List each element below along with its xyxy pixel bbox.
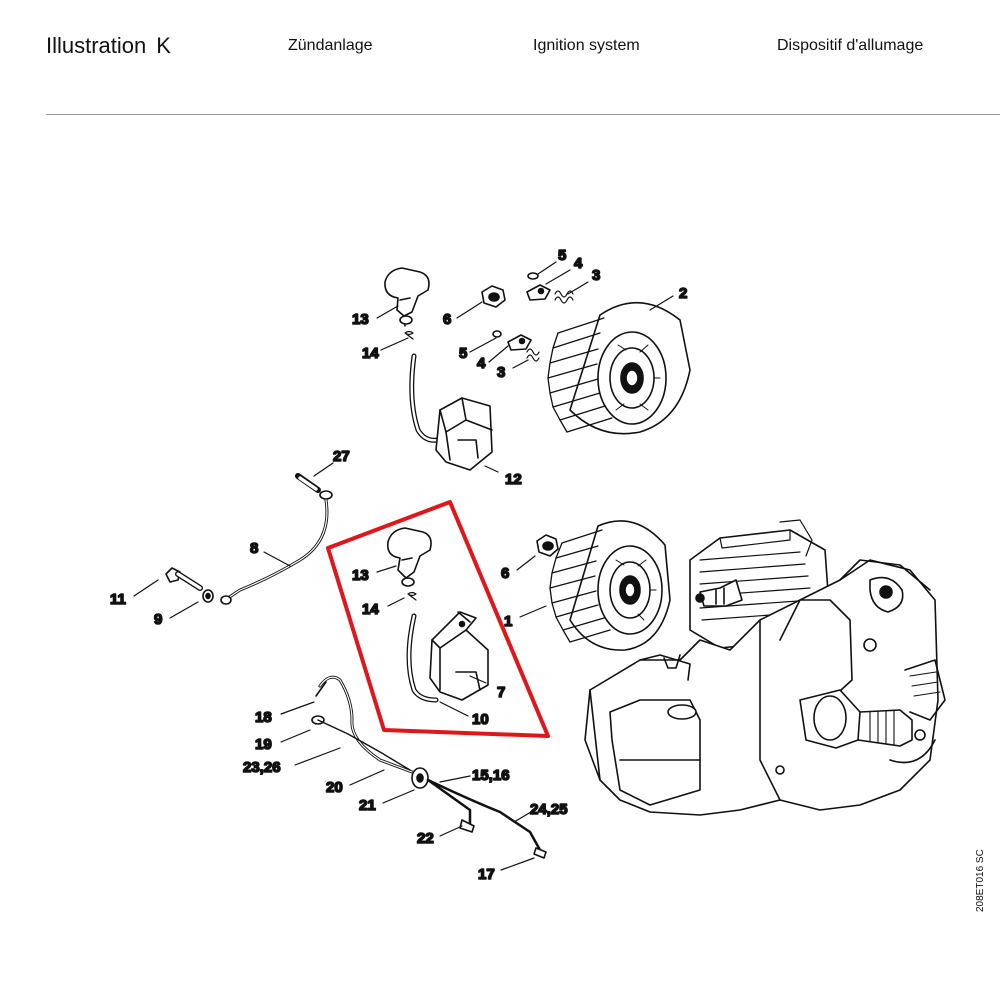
spark-boot-lower (386, 527, 432, 587)
callout-20: 20 (326, 779, 343, 796)
callout-4-upper: 4 (574, 255, 583, 272)
washer-9 (202, 589, 214, 603)
callout-23-26: 23,26 (243, 759, 281, 776)
spring-14-lower (407, 591, 417, 601)
callout-1: 1 (504, 613, 512, 630)
washer-lower (492, 330, 502, 338)
flywheel-lower (549, 520, 671, 651)
callout-21: 21 (359, 797, 376, 814)
title-french: Dispositif d'allumage (777, 37, 924, 54)
ignition-module-upper (409, 353, 493, 471)
ground-wire (220, 473, 333, 605)
callout-9: 9 (154, 611, 162, 628)
callout-14-upper: 14 (362, 345, 379, 362)
spark-boot-upper (384, 267, 430, 327)
title-german: Zündanlage (288, 37, 373, 54)
spring-upper (554, 290, 574, 304)
callout-13-upper: 13 (352, 311, 369, 328)
flywheel-upper (547, 301, 691, 435)
callout-6-upper: 6 (443, 311, 451, 328)
ignition-module-lower (406, 611, 489, 703)
spring-14-upper (404, 330, 414, 340)
callout-4-lower: 4 (477, 355, 486, 372)
callout-12: 12 (505, 471, 522, 488)
screw-11 (165, 567, 203, 591)
engine-crankcase (584, 519, 946, 816)
callout-5-upper: 5 (558, 247, 566, 264)
callout-24-25: 24,25 (530, 801, 568, 818)
spring-lower (526, 348, 540, 362)
pawl-upper (526, 284, 551, 301)
nut-lower (536, 534, 559, 557)
washer-upper (527, 272, 539, 280)
leader-lines (133, 261, 674, 871)
callout-7: 7 (497, 684, 505, 701)
callout-19: 19 (255, 736, 272, 753)
callout-17: 17 (478, 866, 495, 883)
callout-labels: 2 5 4 3 6 5 4 3 13 14 12 27 8 11 9 13 14… (109, 246, 688, 884)
callout-3-lower: 3 (497, 364, 505, 381)
short-circuit-wire (311, 675, 547, 859)
callout-5-lower: 5 (459, 345, 467, 362)
pawl-lower (507, 334, 532, 351)
callout-3-upper: 3 (592, 267, 600, 284)
highlight-outline (326, 500, 550, 738)
callout-8: 8 (250, 540, 258, 557)
illustration-label: Illustration (46, 33, 147, 58)
callout-27: 27 (333, 448, 350, 465)
callout-2: 2 (679, 285, 687, 302)
page-title: Illustration K (46, 33, 171, 59)
illustration-letter: K (156, 33, 171, 58)
callout-10: 10 (472, 711, 489, 728)
callout-13-lower: 13 (352, 567, 369, 584)
callout-14-lower: 14 (362, 601, 379, 618)
title-english: Ignition system (533, 37, 640, 54)
callout-6-lower: 6 (501, 565, 509, 582)
callout-18: 18 (255, 709, 272, 726)
nut-upper (481, 285, 506, 308)
header-divider (46, 114, 1000, 115)
callout-22: 22 (417, 830, 434, 847)
callout-15-16: 15,16 (472, 767, 510, 784)
callout-11: 11 (110, 591, 126, 608)
